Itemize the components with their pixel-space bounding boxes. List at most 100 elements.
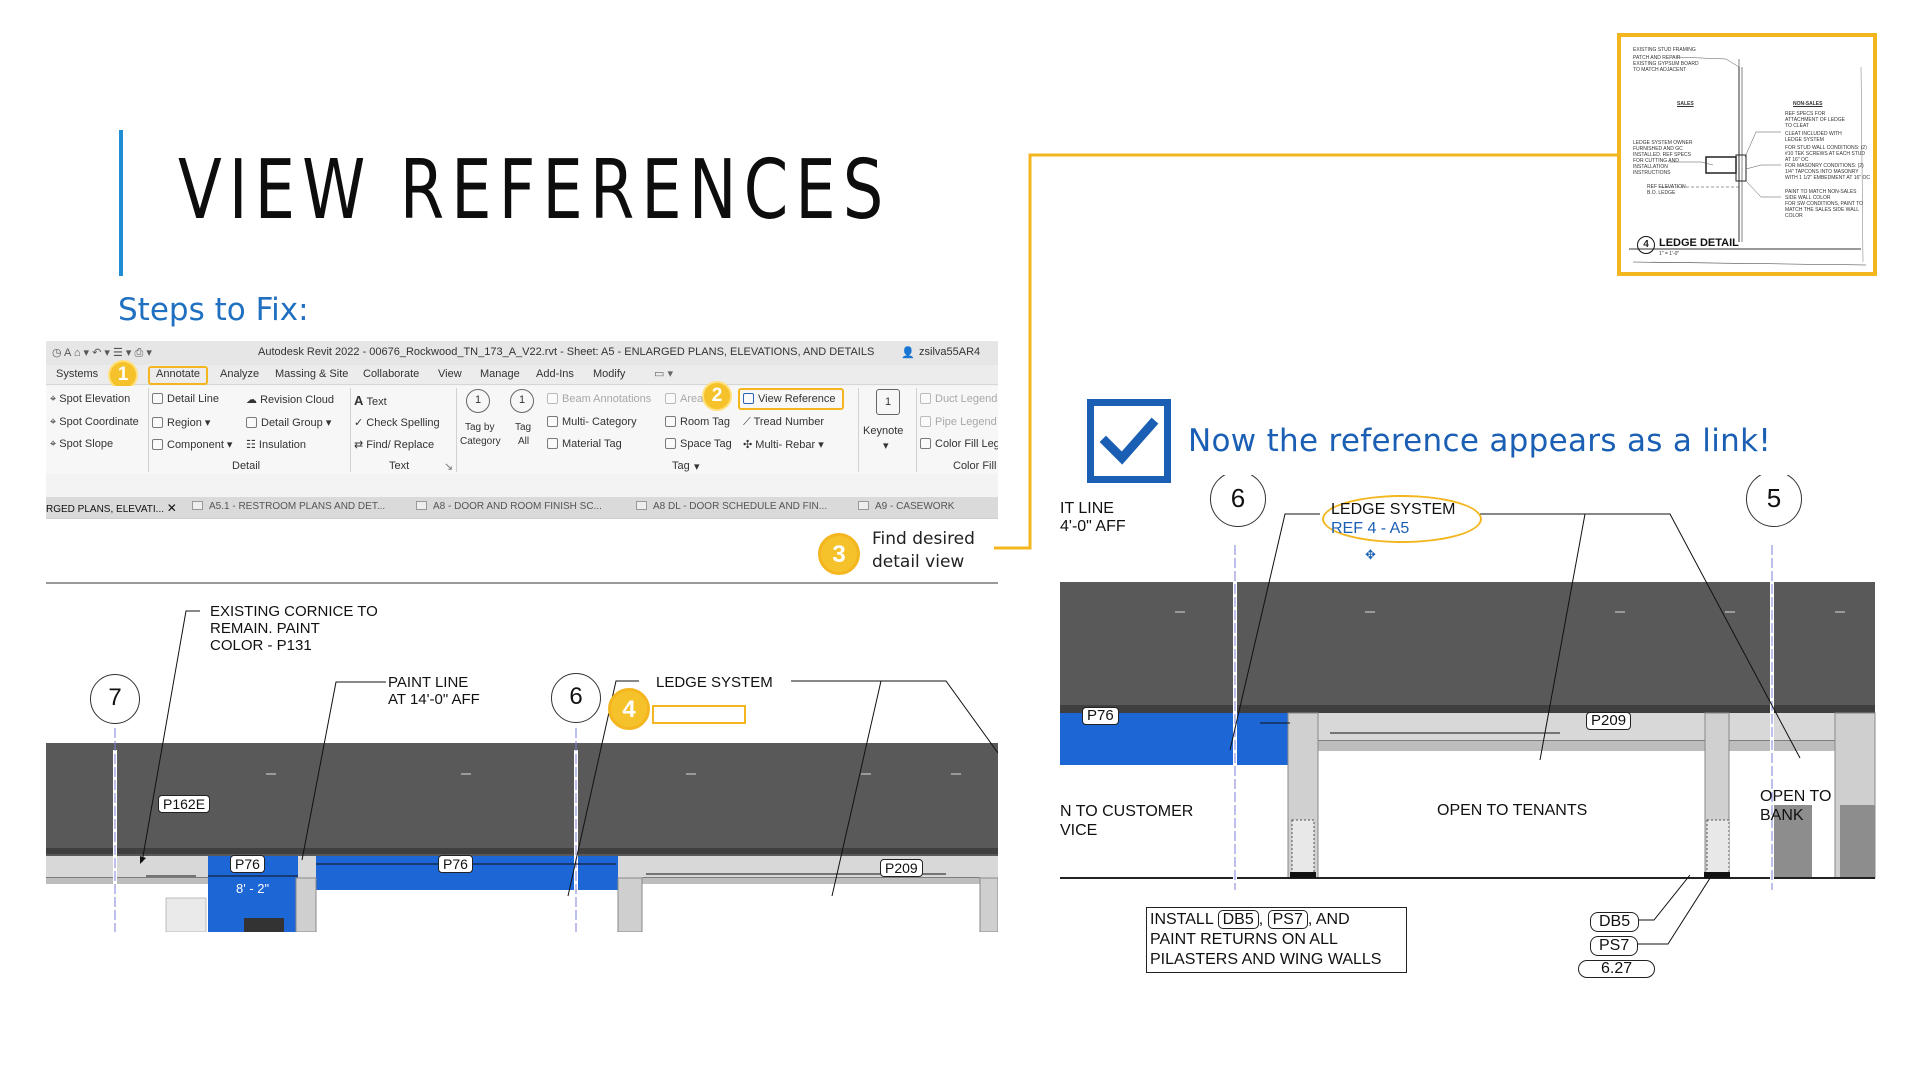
beam-annotations-icon xyxy=(547,393,558,404)
spot-coordinate-button[interactable]: ⌖ Spot Coordinate xyxy=(50,416,139,428)
text-panel-label: Text xyxy=(389,460,410,472)
keynote-button[interactable]: Keynote xyxy=(863,425,904,437)
color-fill-legend-icon xyxy=(920,438,931,449)
detail-group-icon xyxy=(246,417,257,428)
panel-separator xyxy=(858,388,859,472)
step-1-badge: 1 xyxy=(108,360,138,390)
label-open-to-tenants: OPEN TO TENANTS xyxy=(1437,802,1588,819)
left-elevation-graphics xyxy=(46,610,998,932)
user-name[interactable]: zsilva55AR4 xyxy=(919,346,981,358)
find-replace-button[interactable]: ⇄ Find/ Replace xyxy=(354,439,435,451)
tag-ps7: PS7 xyxy=(1267,910,1308,929)
page-title: VIEW REFERENCES xyxy=(178,143,891,238)
step-4-badge: 4 xyxy=(608,688,650,730)
tag-by-category-label-2[interactable]: Category xyxy=(460,436,501,447)
detail-line-button[interactable]: Detail Line xyxy=(152,393,219,405)
tag-panel-dropdown-icon[interactable]: ▾ xyxy=(694,461,700,473)
step-3-text: Find desired detail view xyxy=(872,529,975,572)
tag-panel-label: Tag xyxy=(672,460,690,472)
room-tag-button[interactable]: Room Tag xyxy=(665,416,730,428)
detail-line-icon xyxy=(152,393,163,404)
note-paint-line: PAINT LINE AT 14'-0" AFF xyxy=(388,674,480,708)
duct-legend-button[interactable]: Duct Legend xyxy=(920,393,998,405)
tab-view[interactable]: View xyxy=(438,368,462,380)
tab-analyze[interactable]: Analyze xyxy=(220,368,260,380)
ribbon-tab-bar: Systems Annotate Analyze Massing & Site … xyxy=(46,365,998,385)
multi-category-icon xyxy=(547,416,558,427)
revision-cloud-button[interactable]: ☁ Revision Cloud xyxy=(246,394,335,406)
window-title: Autodesk Revit 2022 - 00676_Rockwood_TN_… xyxy=(258,346,875,358)
note-ledge-system-right: LEDGE SYSTEM xyxy=(1331,501,1456,518)
doc-tab[interactable]: A8 DL - DOOR SCHEDULE AND FIN... xyxy=(636,501,827,512)
insulation-button[interactable]: ☷ Insulation xyxy=(246,439,307,451)
region-icon xyxy=(152,417,163,428)
install-note: INSTALL DB5, PS7, AND PAINT RETURNS ON A… xyxy=(1146,907,1407,973)
revit-ribbon-screenshot: ◷ A ⌂ ▾ ↶ ▾ ☰ ▾ ⎙ ▾ Autodesk Revit 2022 … xyxy=(46,341,998,519)
svg-text:✥: ✥ xyxy=(1365,548,1376,563)
ledge-notes-top: EXISTING STUD FRAMING PATCH AND REPAIR E… xyxy=(1633,47,1699,73)
finish-tag-p76: P76 xyxy=(1082,707,1119,725)
tab-systems[interactable]: Systems xyxy=(56,368,99,380)
material-tag-button[interactable]: Material Tag xyxy=(547,438,622,450)
spot-elevation-button[interactable]: ⌖ Spot Elevation xyxy=(50,393,131,405)
doc-tab[interactable]: A8 - DOOR AND ROOM FINISH SC... xyxy=(416,501,602,512)
check-spelling-button[interactable]: ✓ Check Spelling xyxy=(354,417,440,429)
screenshot-divider xyxy=(46,582,998,584)
tab-manage[interactable]: Manage xyxy=(480,368,520,380)
tag-all-label-2[interactable]: All xyxy=(518,436,530,447)
spot-slope-button[interactable]: ⌖ Spot Slope xyxy=(50,438,114,450)
pipe-legend-icon xyxy=(920,416,931,427)
keynote-dropdown-icon[interactable]: ▾ xyxy=(883,440,889,452)
tag-all-label-1[interactable]: Tag xyxy=(515,422,532,433)
tag-all-icon: 1 xyxy=(510,389,534,413)
color-fill-legend-button[interactable]: Color Fill Legend xyxy=(920,438,998,450)
ledge-col-sales: SALES xyxy=(1677,101,1694,107)
ledge-notes-right: REF SPECS FOR ATTACHMENT OF LEDGE TO CLE… xyxy=(1785,111,1870,219)
grid-bubble-6: 6 xyxy=(1210,475,1266,527)
tab-massing-site[interactable]: Massing & Site xyxy=(275,368,349,380)
tab-overflow-icon[interactable]: ▭ ▾ xyxy=(654,368,673,380)
component-button[interactable]: Component ▾ xyxy=(152,438,232,451)
ledge-detail-thumbnail: EXISTING STUD FRAMING PATCH AND REPAIR E… xyxy=(1617,33,1877,276)
tab-collaborate[interactable]: Collaborate xyxy=(363,368,420,380)
doc-tab[interactable]: A5.1 - RESTROOM PLANS AND DET... xyxy=(192,501,385,512)
ledge-reference-link[interactable]: REF 4 - A5 xyxy=(1331,520,1410,537)
sheet-icon xyxy=(416,501,427,510)
doc-tab-active[interactable]: RGED PLANS, ELEVATI... ✕ xyxy=(46,501,177,515)
doc-tab[interactable]: A9 - CASEWORK xyxy=(858,501,954,512)
right-elevation-graphics: ✥ xyxy=(1060,513,1876,945)
tab-modify[interactable]: Modify xyxy=(593,368,626,380)
user-icon[interactable]: 👤 xyxy=(901,347,915,359)
label-open-to-bank: OPEN TO BANK xyxy=(1760,788,1832,824)
quick-access-icons[interactable]: ◷ A ⌂ ▾ ↶ ▾ ☰ ▾ ⎙ ▾ xyxy=(52,347,152,359)
tab-add-ins[interactable]: Add-Ins xyxy=(536,368,574,380)
text-button[interactable]: A Text xyxy=(354,393,387,408)
view-reference-button[interactable]: View Reference xyxy=(743,393,835,405)
checkmark-box xyxy=(1087,399,1171,483)
close-icon[interactable]: ✕ xyxy=(166,501,177,515)
spot-elevation-icon: ⌖ xyxy=(50,393,60,405)
tag-by-category-label-1[interactable]: Tag by xyxy=(465,422,495,433)
detail-group-button[interactable]: Detail Group ▾ xyxy=(246,416,331,429)
beam-annotations-button[interactable]: Beam Annotations xyxy=(547,393,651,405)
checkmark-icon xyxy=(1099,417,1159,465)
text-panel-expand-icon[interactable]: ↘ xyxy=(444,461,454,473)
tread-number-button[interactable]: ⟋ Tread Number xyxy=(743,416,825,428)
revision-cloud-icon: ☁ xyxy=(246,394,261,406)
tab-annotate[interactable]: Annotate xyxy=(156,368,201,380)
dimension-label: 8' - 2" xyxy=(236,881,270,896)
annotate-tab-highlight xyxy=(148,366,208,385)
insulation-icon: ☷ xyxy=(246,439,259,451)
detail-panel-label: Detail xyxy=(232,460,261,472)
area-tag-button[interactable]: Area xyxy=(665,393,703,405)
region-button[interactable]: Region ▾ xyxy=(152,416,210,429)
grid-bubble-5: 5 xyxy=(1746,475,1802,527)
space-tag-button[interactable]: Space Tag xyxy=(665,438,732,450)
multi-rebar-icon: ✣ xyxy=(743,439,756,451)
multi-rebar-button[interactable]: ✣ Multi- Rebar ▾ xyxy=(743,439,824,451)
pipe-legend-button[interactable]: Pipe Legend xyxy=(920,416,998,428)
label-customer-service: N TO CUSTOMER VICE xyxy=(1060,803,1194,839)
room-tag-icon xyxy=(665,416,676,427)
multi-category-button[interactable]: Multi- Category xyxy=(547,416,637,428)
grid-bubble-6: 6 xyxy=(551,673,601,723)
